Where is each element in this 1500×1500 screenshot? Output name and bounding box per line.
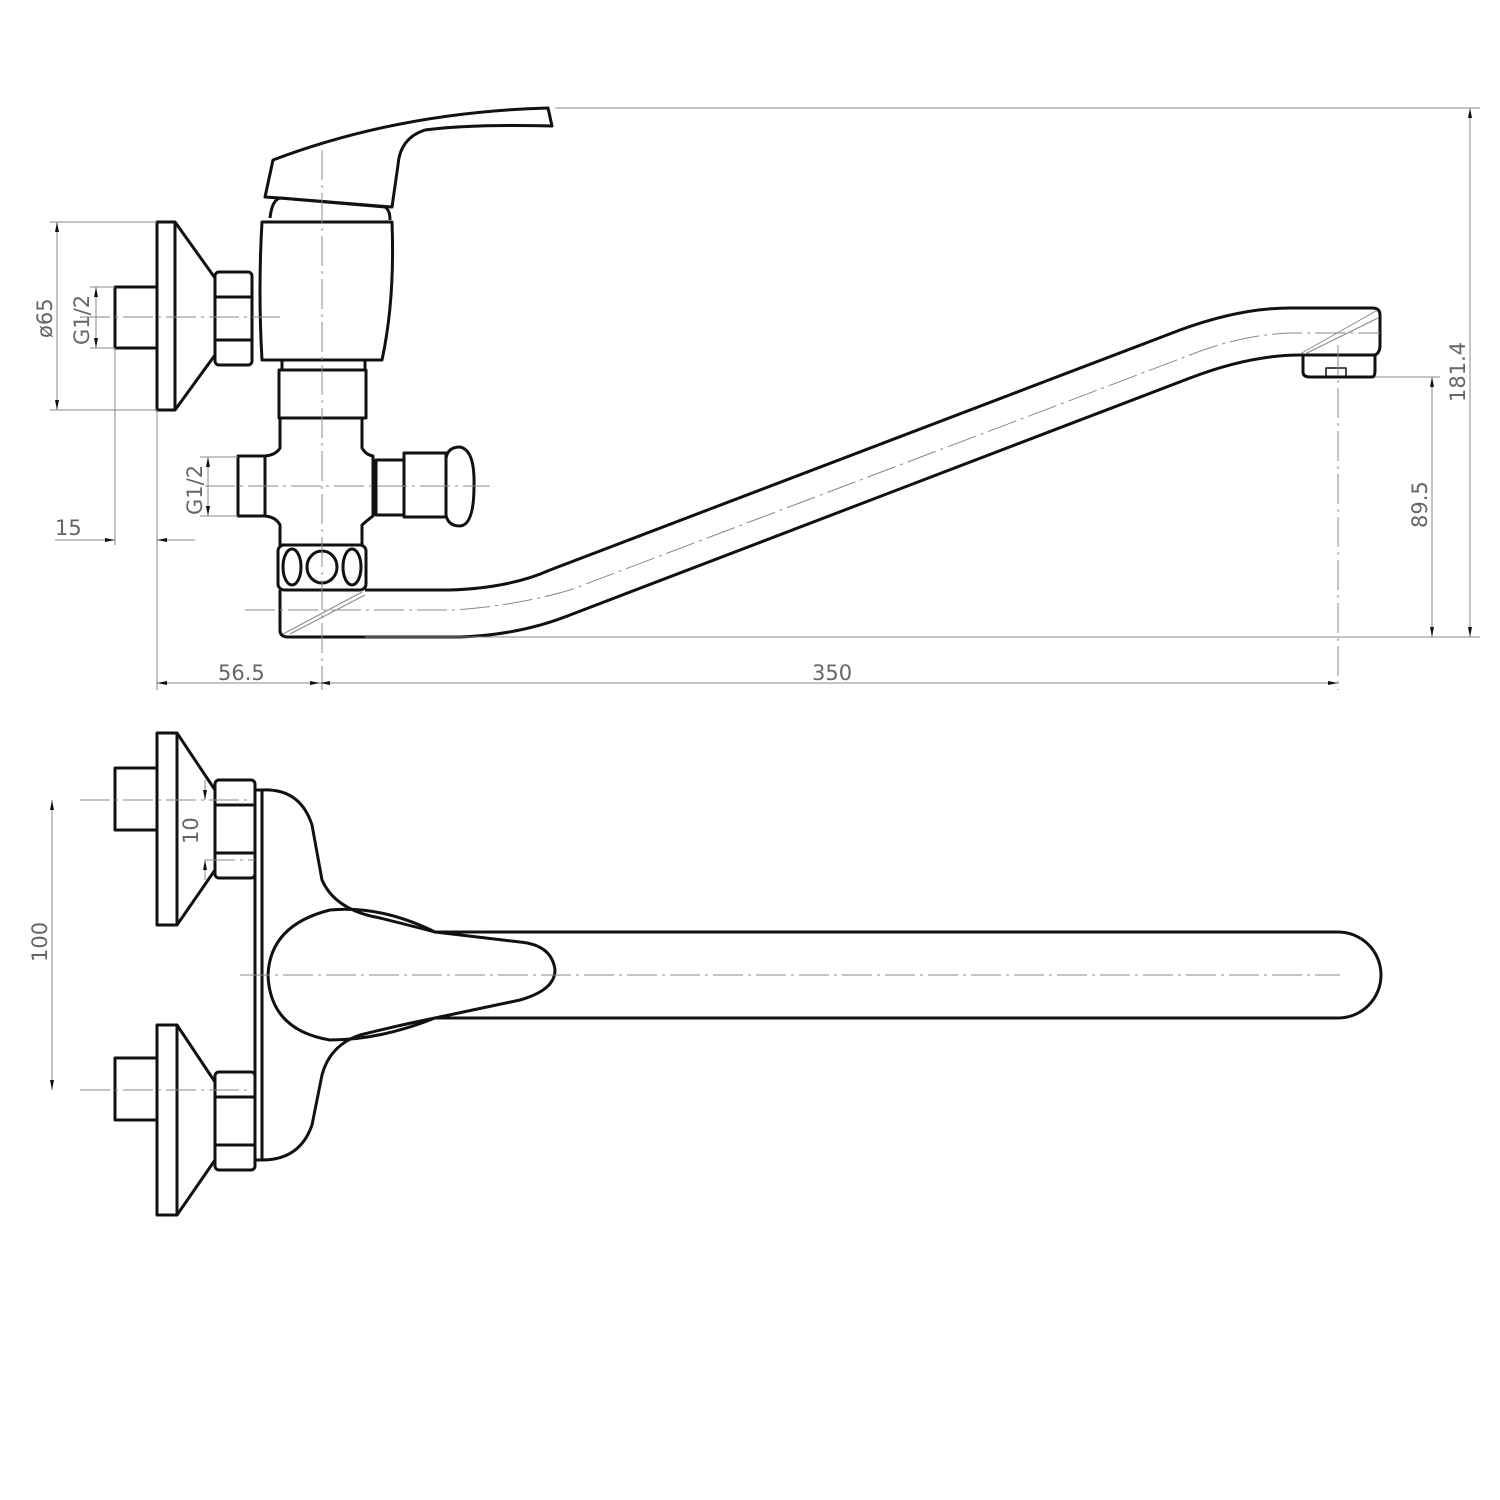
diverter-fitting (402, 451, 448, 519)
dim-flange-offset: 15 (55, 516, 82, 540)
dim-outlet-thread: G1/2 (183, 465, 207, 515)
aerator (1301, 355, 1377, 379)
spout (278, 306, 1382, 639)
hex-nut (213, 270, 254, 367)
flange-cone (173, 221, 217, 411)
body-outline (261, 788, 1383, 1162)
cartridge-body (258, 220, 395, 362)
top-view: 100 10 (28, 731, 1383, 1217)
lever-handle (263, 106, 554, 209)
wall-flange (155, 220, 177, 412)
lever-top (266, 907, 557, 1042)
dim-inlet-thread: G1/2 (70, 295, 94, 345)
diverter-body (263, 418, 375, 547)
side-view: ø65 G1/2 G1/2 15 56.5 350 181.4 89.5 (33, 106, 1480, 690)
dim-wall-to-axis: 56.5 (218, 661, 265, 685)
hex-nut-upper (213, 778, 257, 880)
hex-nut-lower (213, 1070, 257, 1172)
wall-flange-lower (155, 1023, 179, 1217)
dim-spout-reach: 350 (812, 661, 852, 685)
dim-flange-diameter: ø65 (33, 298, 57, 338)
inlet-stub-lower (113, 1056, 159, 1122)
cartridge-cap (268, 196, 392, 221)
dim-inlet-spacing: 100 (28, 922, 52, 962)
inlet-stub-upper (113, 766, 159, 832)
dim-outlet-height: 89.5 (1408, 481, 1432, 528)
wall-flange-upper (155, 731, 179, 927)
dim-eccentric: 10 (179, 817, 203, 844)
dim-total-height: 181.4 (1446, 342, 1470, 402)
